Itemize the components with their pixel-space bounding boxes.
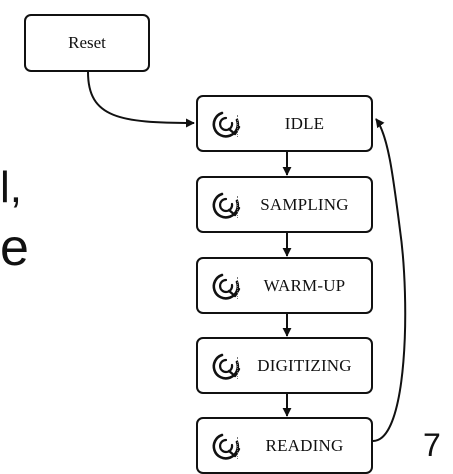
state-idle: IDLE [196, 95, 373, 152]
arrow-reset-to-idle [87, 71, 195, 128]
state-digitizing: DIGITIZING [196, 337, 373, 394]
refresh-icon [212, 273, 241, 300]
arrow-reading-to-idle [372, 118, 407, 442]
state-label-sampling: SAMPLING [260, 194, 349, 214]
state-label-reading: READING [265, 435, 344, 455]
state-label-idle: IDLE [284, 113, 325, 133]
state-warm-up: WARM-UP [196, 257, 373, 314]
reset-box: Reset [24, 14, 150, 72]
state-label-digitizing: DIGITIZING [257, 355, 352, 375]
slide-page-number: 7 [423, 427, 441, 463]
state-divider [237, 196, 238, 218]
refresh-icon [212, 192, 241, 219]
state-sampling: SAMPLING [196, 176, 373, 233]
slide-text-fragment-1: l, [0, 163, 22, 212]
refresh-icon [212, 353, 241, 380]
reset-label: Reset [68, 33, 106, 52]
state-reading: READING [196, 417, 373, 474]
state-divider [237, 437, 238, 459]
refresh-icon [212, 433, 241, 460]
state-divider [237, 357, 238, 379]
slide-text-fragment-2: e [0, 219, 29, 277]
state-divider [237, 277, 238, 299]
state-divider [237, 115, 238, 137]
refresh-icon [212, 111, 241, 138]
state-label-warm-up: WARM-UP [263, 275, 346, 295]
